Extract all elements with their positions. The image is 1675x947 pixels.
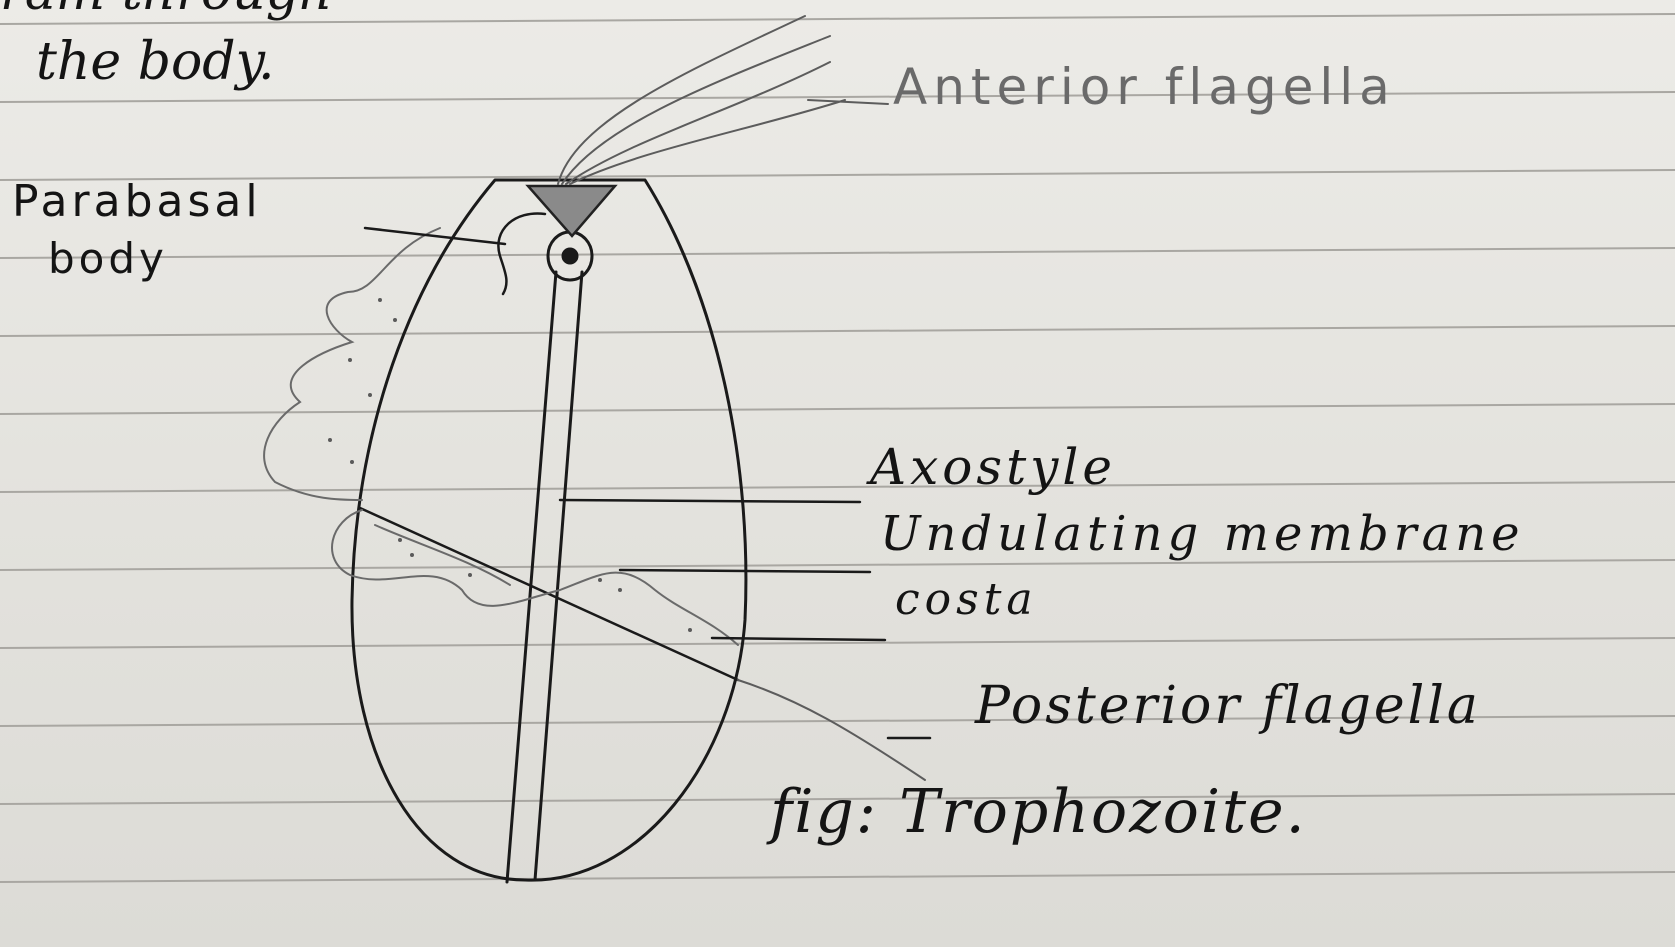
stipple <box>598 578 602 582</box>
label-posterior-flagella: Posterior flagella <box>975 680 1481 732</box>
stipple <box>348 358 352 362</box>
undulating-membrane <box>264 228 440 500</box>
undulating-membrane <box>375 525 510 585</box>
stipple <box>410 553 414 557</box>
stipple <box>350 460 354 464</box>
stipple <box>688 628 692 632</box>
stipple <box>393 318 397 322</box>
posterior-flagellum <box>738 680 925 780</box>
axostyle-rod-edge <box>535 272 582 880</box>
leader-anterior <box>808 100 888 104</box>
label-costa: costa <box>895 578 1038 622</box>
blepharoplast <box>528 186 615 236</box>
leader-axostyle <box>560 500 860 502</box>
anterior-flagellum <box>558 16 805 184</box>
stipple <box>378 298 382 302</box>
label-undulating-membrane: Undulating membrane <box>880 510 1525 558</box>
leader-undulating <box>620 570 870 572</box>
stipple <box>328 438 332 442</box>
anterior-flagellum <box>570 100 845 184</box>
membrane-stippling <box>328 298 692 632</box>
label-anterior-flagella: Anterior flagella <box>893 62 1396 112</box>
nucleolus <box>563 249 577 263</box>
label-axostyle: Axostyle <box>870 442 1116 492</box>
stipple <box>368 393 372 397</box>
stipple <box>398 538 402 542</box>
leader-costa <box>712 638 885 640</box>
label-parabasal: Parabasal <box>12 180 262 224</box>
parabasal-body-shape <box>498 213 545 294</box>
stipple <box>618 588 622 592</box>
stipple <box>468 573 472 577</box>
figure-caption: fig: Trophozoite. <box>770 782 1307 842</box>
label-parabasal-body: body <box>48 238 168 280</box>
